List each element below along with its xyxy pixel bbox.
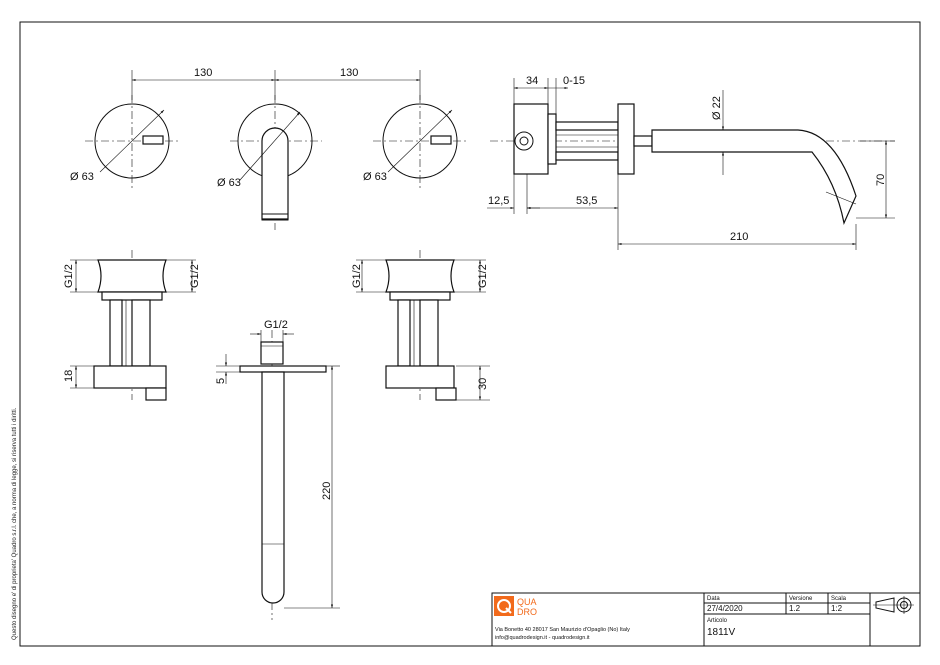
versione-value: 1.2 bbox=[789, 604, 801, 613]
left-valve-body: G1/2 G1/2 18 bbox=[63, 250, 201, 401]
thread-center: G1/2 bbox=[264, 319, 288, 331]
versione-label: Versione bbox=[789, 596, 813, 602]
dim-spacing-left: 130 bbox=[194, 67, 212, 79]
brand-contact: info@quadrodesign.it - quadrodesign.it bbox=[495, 635, 590, 641]
scala-label: Scala bbox=[831, 596, 847, 602]
thread-left-a: G1/2 bbox=[63, 264, 75, 288]
thread-right-b: G1/2 bbox=[477, 264, 489, 288]
drawing-frame bbox=[19, 21, 921, 647]
dim-side-0-15: 0-15 bbox=[563, 75, 585, 87]
dim-220: 220 bbox=[321, 482, 333, 500]
dim-spacing-right: 130 bbox=[340, 67, 358, 79]
dim-side-70: 70 bbox=[875, 174, 887, 186]
scala-value: 1:2 bbox=[831, 604, 843, 613]
brand-address: Via Bonetto 40 28017 San Maurizio d'Opag… bbox=[495, 627, 630, 633]
dim-side-210: 210 bbox=[730, 231, 748, 243]
articolo-value: 1811V bbox=[707, 627, 736, 638]
dim-diameter-center: Ø 63 bbox=[217, 177, 241, 189]
side-view: 34 0-15 Ø 22 70 12,5 53,5 210 bbox=[487, 75, 895, 250]
dim-18: 18 bbox=[63, 370, 75, 382]
dim-side-dia22: Ø 22 bbox=[711, 96, 723, 120]
dim-diameter-right: Ø 63 bbox=[363, 171, 387, 183]
front-view: 130 130 Ø 63 Ø 63 Ø 63 bbox=[70, 67, 468, 230]
brand-logo-line2: DRO bbox=[517, 607, 537, 617]
legal-note: Questo disegno e' di proprieta' Quadro s… bbox=[12, 407, 18, 640]
right-valve-body: G1/2 G1/2 30 bbox=[351, 250, 490, 401]
center-spout-body: G1/2 5 220 bbox=[215, 319, 340, 620]
dim-5: 5 bbox=[215, 378, 227, 384]
thread-right-a: G1/2 bbox=[351, 264, 363, 288]
articolo-label: Articolo bbox=[707, 618, 728, 624]
data-label: Data bbox=[707, 596, 720, 602]
dim-side-34: 34 bbox=[526, 75, 538, 87]
thread-left-b: G1/2 bbox=[189, 264, 201, 288]
dim-30: 30 bbox=[477, 378, 489, 390]
dim-side-53-5: 53,5 bbox=[576, 195, 597, 207]
title-block: QUA DRO Via Bonetto 40 28017 San Maurizi… bbox=[491, 592, 921, 647]
data-value: 27/4/2020 bbox=[707, 604, 743, 613]
dim-diameter-left: Ø 63 bbox=[70, 171, 94, 183]
dim-side-12-5: 12,5 bbox=[488, 195, 509, 207]
brand-logo-line1: QUA bbox=[517, 597, 537, 607]
first-angle-projection-icon bbox=[873, 596, 914, 614]
